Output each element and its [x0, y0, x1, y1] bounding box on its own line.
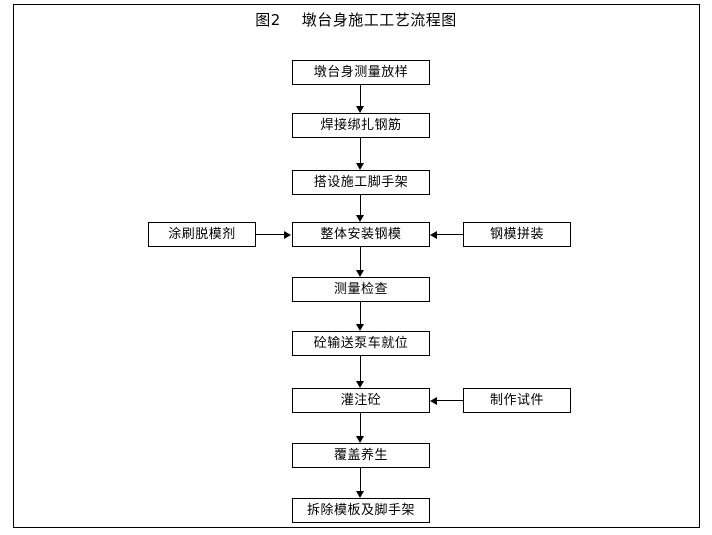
- connector-n6-n7-arrowhead: [356, 381, 364, 388]
- flow-node-label: 涂刷脱模剂: [168, 227, 236, 242]
- flow-node-label: 钢模拼装: [489, 227, 544, 242]
- connector-n1-n2-arrowhead: [356, 106, 364, 113]
- connector-n4-n5-line: [360, 247, 361, 270]
- flow-node-specimen-making[interactable]: 制作试件: [463, 388, 571, 413]
- flow-node-release-agent-coating[interactable]: 涂刷脱模剂: [148, 222, 256, 247]
- connector-s3-n7-line: [437, 400, 465, 401]
- connector-n2-n3-line: [360, 138, 361, 163]
- connector-n3-n4-line: [360, 195, 361, 215]
- flow-node-label: 灌注砼: [340, 393, 382, 408]
- flow-node-measurement-setout[interactable]: 墩台身测量放样: [292, 60, 430, 85]
- connector-n8-n9-arrowhead: [356, 491, 364, 498]
- connector-n3-n4-arrowhead: [356, 215, 364, 222]
- connector-n7-n8-line: [360, 413, 361, 436]
- connector-n8-n9-line: [360, 468, 361, 491]
- connector-s1-n4-line: [256, 234, 285, 235]
- flow-node-label: 砼输送泵车就位: [313, 336, 409, 351]
- flow-node-label: 测量检查: [333, 282, 388, 297]
- page-title: 图2 墩台身施工工艺流程图: [255, 11, 457, 29]
- connector-n4-n5-arrowhead: [356, 270, 364, 277]
- flow-node-label: 制作试件: [489, 393, 544, 408]
- connector-s1-n4-arrowhead: [284, 231, 291, 239]
- flow-node-survey-inspection[interactable]: 测量检查: [292, 277, 430, 302]
- connector-s2-n4-line: [437, 234, 465, 235]
- connector-n1-n2-line: [360, 85, 361, 106]
- connector-s3-n7-arrowhead: [430, 397, 437, 405]
- connector-n5-n6-line: [360, 302, 361, 324]
- connector-n6-n7-line: [360, 356, 361, 381]
- flow-node-steel-formwork-assembly[interactable]: 钢模拼装: [463, 222, 571, 247]
- flow-node-label: 焊接绑扎钢筋: [320, 118, 402, 133]
- flow-node-covering-curing[interactable]: 覆盖养生: [292, 443, 430, 468]
- flow-node-scaffolding-erection[interactable]: 搭设施工脚手架: [292, 170, 430, 195]
- flow-node-label: 搭设施工脚手架: [313, 175, 409, 190]
- flow-node-label: 墩台身测量放样: [313, 65, 409, 80]
- flow-node-concrete-pump-truck-positioning[interactable]: 砼输送泵车就位: [292, 331, 430, 356]
- connector-n5-n6-arrowhead: [356, 324, 364, 331]
- connector-n2-n3-arrowhead: [356, 163, 364, 170]
- connector-n7-n8-arrowhead: [356, 436, 364, 443]
- flow-node-formwork-scaffold-removal[interactable]: 拆除模板及脚手架: [292, 498, 430, 523]
- flow-node-rebar-welding-binding[interactable]: 焊接绑扎钢筋: [292, 113, 430, 138]
- flow-node-label: 整体安装钢模: [320, 227, 402, 242]
- connector-s2-n4-arrowhead: [430, 231, 437, 239]
- flow-node-steel-formwork-installation[interactable]: 整体安装钢模: [292, 222, 430, 247]
- flow-node-label: 覆盖养生: [333, 448, 388, 463]
- flow-node-label: 拆除模板及脚手架: [306, 503, 415, 518]
- flow-node-concrete-pouring[interactable]: 灌注砼: [292, 388, 430, 413]
